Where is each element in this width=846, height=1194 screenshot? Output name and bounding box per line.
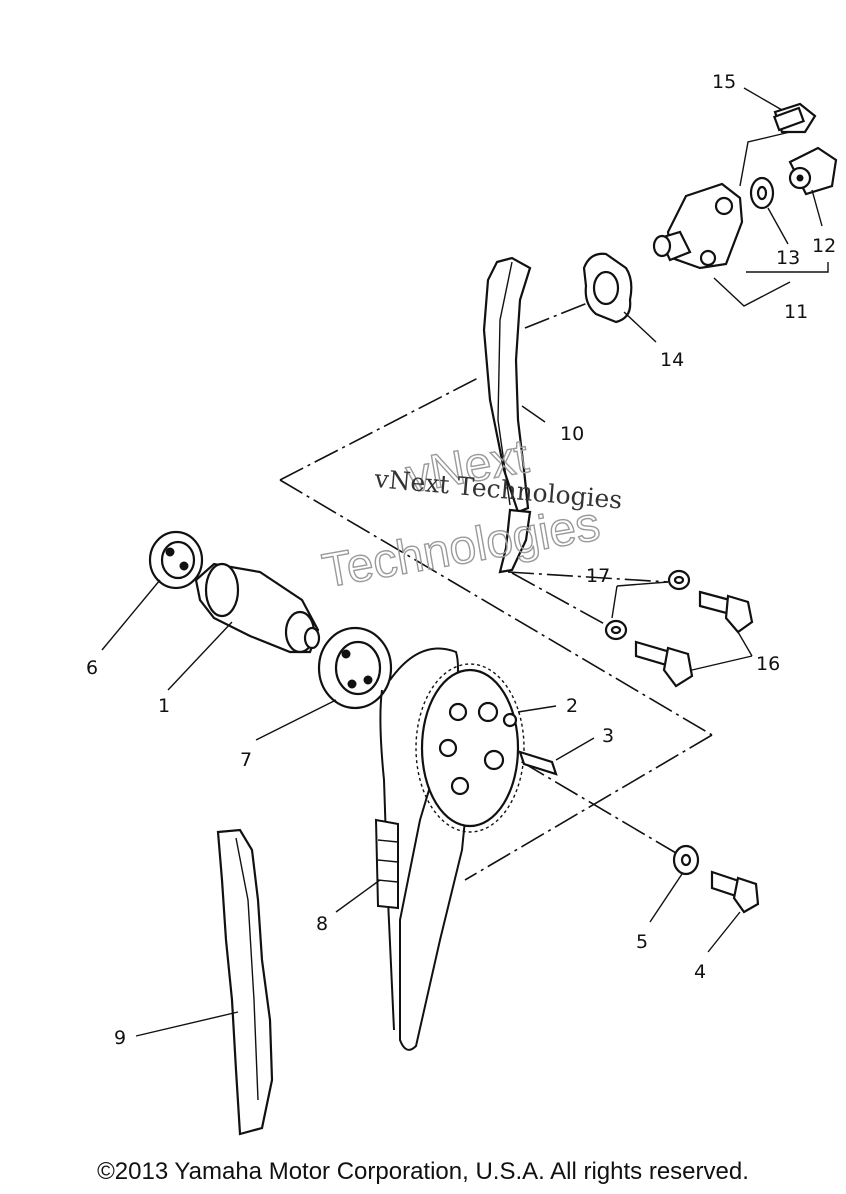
part-14-gasket	[582, 252, 633, 324]
part-12-plug	[788, 146, 838, 196]
part-5-washer	[672, 844, 700, 876]
part-2-sprocket	[415, 663, 525, 833]
label-11: 11	[784, 301, 808, 323]
label-13: 13	[776, 247, 800, 269]
part-3-pin	[518, 750, 558, 776]
copyright-notice: ©2013 Yamaha Motor Corporation, U.S.A. A…	[97, 1158, 749, 1185]
label-12: 12	[812, 235, 836, 257]
part-13-washer	[749, 176, 775, 210]
label-10: 10	[560, 423, 584, 445]
alignment-plane	[279, 299, 713, 881]
label-6: 6	[86, 657, 98, 679]
label-1: 1	[158, 695, 170, 717]
label-4: 4	[694, 961, 706, 983]
part-10-guide	[482, 256, 532, 574]
part-1-camshaft	[194, 562, 321, 654]
part-11-tensioner	[652, 182, 744, 270]
watermark: vNext Technologies vNext Technologies	[318, 429, 623, 599]
label-9: 9	[114, 1027, 126, 1049]
part-15-bolt	[772, 102, 817, 134]
part-6-bearing	[148, 530, 204, 590]
leader-lines	[101, 87, 829, 1037]
part-17-washers	[604, 569, 691, 641]
label-5: 5	[636, 931, 648, 953]
label-7: 7	[240, 749, 252, 771]
part-9-guide	[216, 828, 274, 1136]
label-2: 2	[566, 695, 578, 717]
part-numbers: 15 12 13 11 14 10 17 16 6 1 2 3 7 8 5 4 …	[86, 71, 836, 1049]
label-3: 3	[602, 725, 614, 747]
watermark-technologies: Technologies	[319, 497, 604, 598]
label-8: 8	[316, 913, 328, 935]
part-7-bearing	[317, 626, 393, 710]
part-16-bolts	[634, 590, 754, 688]
label-16: 16	[756, 653, 780, 675]
label-17: 17	[586, 565, 610, 587]
part-4-bolt	[710, 870, 760, 914]
label-15: 15	[712, 71, 736, 93]
label-14: 14	[660, 349, 684, 371]
